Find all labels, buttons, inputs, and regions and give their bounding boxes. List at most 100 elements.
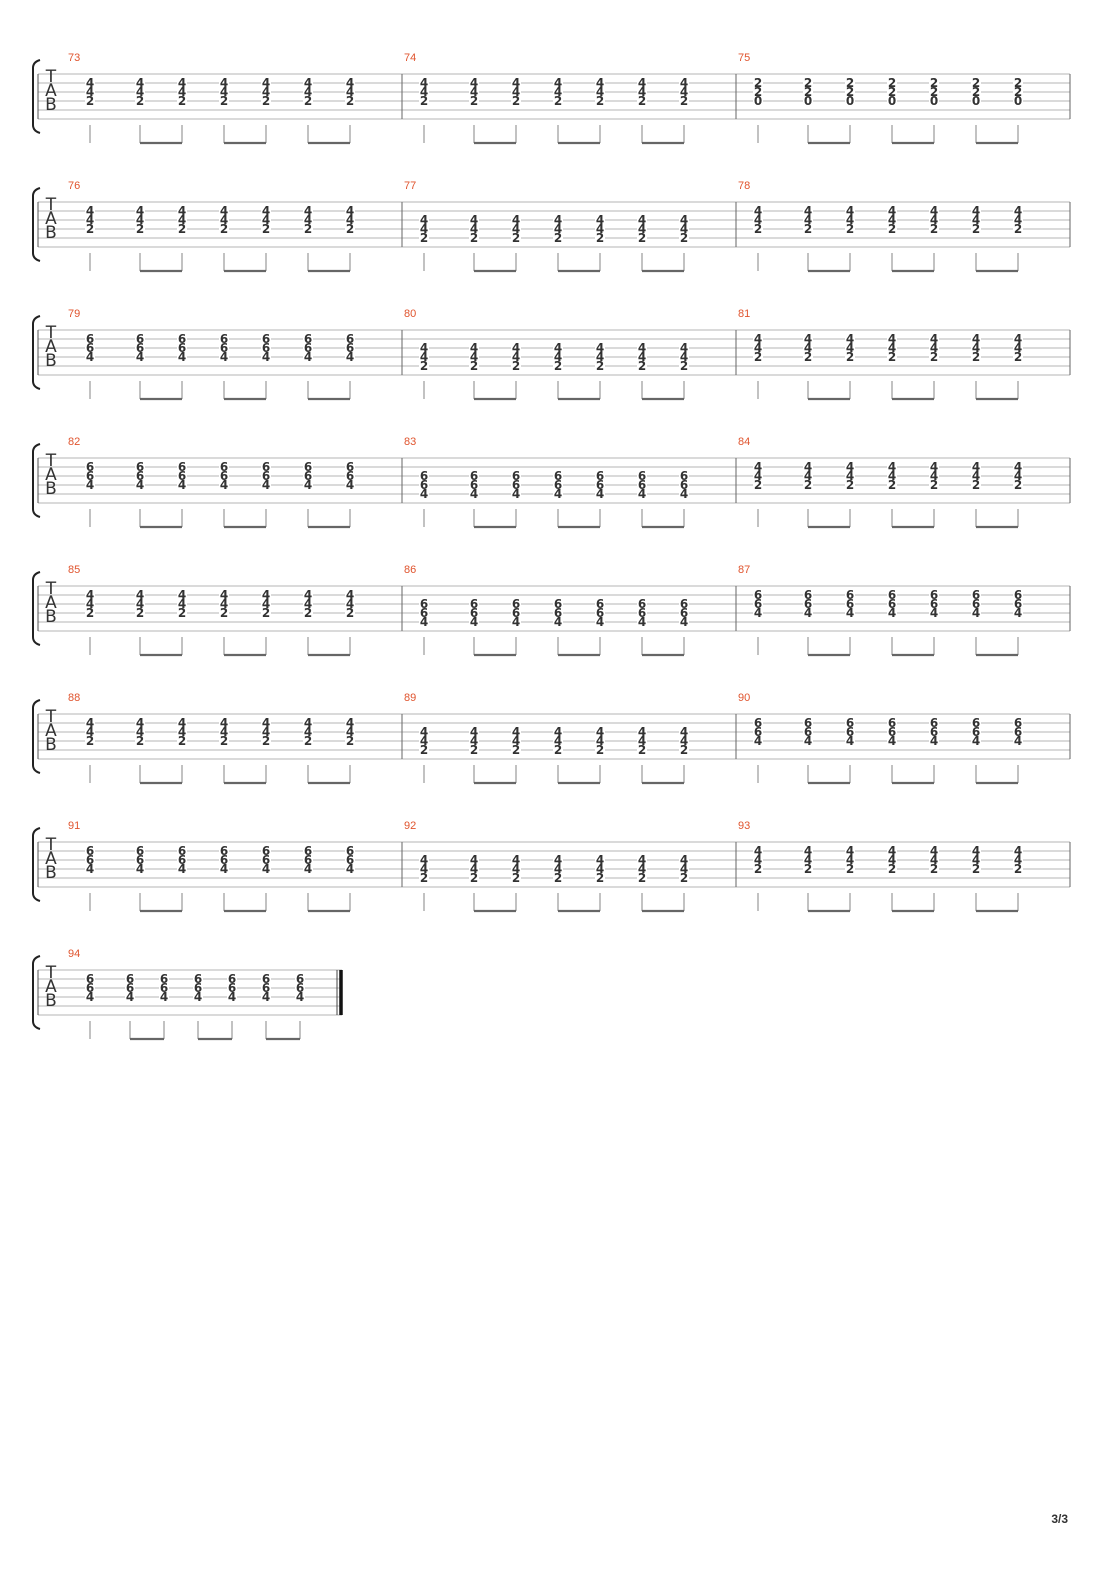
tab-system: TAB8844244244244244244244289442442442442… [32,692,1071,785]
note-mask [511,865,521,874]
fret-number: 6 [220,332,228,346]
tab-system: TAB7644244244244244244244277442442442442… [32,180,1071,273]
note-mask [469,97,479,106]
note-mask [469,234,479,243]
fret-number: 4 [888,853,896,867]
fret-number: 6 [846,716,854,730]
fret-number: 4 [804,734,812,748]
fret-number: 2 [554,231,562,245]
note-mask [753,335,763,344]
note-mask [887,225,897,234]
fret-number: 6 [178,332,186,346]
note-mask [595,737,605,746]
fret-number: 4 [888,341,896,355]
note-mask [971,472,981,481]
fret-number: 6 [86,853,94,867]
fret-number: 6 [930,716,938,730]
tab-chord: 664 [419,597,429,655]
measure-number: 77 [404,180,416,192]
note-mask [419,234,429,243]
tab-clef-letter: B [45,479,57,499]
tab-chord: 442 [345,588,355,655]
tab-chord: 442 [177,716,187,783]
measure-number: 89 [404,692,416,704]
fret-number: 6 [86,844,94,858]
note-mask [803,847,813,856]
note-mask [219,728,229,737]
note-mask [303,335,313,344]
note-mask [679,609,689,618]
fret-number: 2 [220,606,228,620]
fret-number: 6 [304,341,312,355]
note-mask [469,362,479,371]
fret-number: 2 [420,359,428,373]
tab-chord: 442 [803,460,813,527]
note-mask [177,609,187,618]
tab-clef-letter: T [45,835,57,855]
note-mask [419,600,429,609]
tab-system: TAB8266466466466466466466483664664664664… [32,436,1071,529]
note-mask [1013,609,1023,618]
note-mask [469,728,479,737]
note-mask [511,353,521,362]
note-mask [679,216,689,225]
note-mask [845,737,855,746]
fret-number: 4 [804,853,812,867]
note-mask [553,362,563,371]
fret-number: 4 [1014,606,1022,620]
note-mask [929,856,939,865]
note-mask [753,207,763,216]
note-mask [1013,463,1023,472]
fret-number: 6 [596,606,604,620]
fret-number: 4 [680,734,688,748]
tab-chord: 442 [511,853,521,911]
note-mask [679,481,689,490]
note-mask [345,88,355,97]
note-mask [753,344,763,353]
fret-number: 4 [680,350,688,364]
note-mask [971,481,981,490]
fret-number: 2 [1014,350,1022,364]
note-mask [469,88,479,97]
note-mask [971,591,981,600]
tab-chord: 664 [219,332,229,399]
fret-number: 6 [194,981,202,995]
note-mask [595,600,605,609]
fret-number: 4 [972,469,980,483]
tab-chord: 442 [303,204,313,271]
fret-number: 6 [136,341,144,355]
fret-number: 6 [972,716,980,730]
fret-number: 4 [86,478,94,492]
note-mask [595,874,605,883]
tab-chord: 664 [511,597,521,655]
fret-number: 4 [136,478,144,492]
fret-number: 4 [178,76,186,90]
note-mask [177,344,187,353]
fret-number: 6 [804,597,812,611]
fret-number: 4 [136,204,144,218]
note-mask [511,344,521,353]
fret-number: 2 [178,222,186,236]
tab-chord: 442 [1013,204,1023,271]
note-mask [971,335,981,344]
fret-number: 2 [754,350,762,364]
note-mask [929,472,939,481]
tab-chord: 664 [971,716,981,783]
note-mask [219,97,229,106]
note-mask [303,79,313,88]
tab-chord: 220 [971,76,981,143]
fret-number: 2 [220,94,228,108]
tab-chord: 442 [261,76,271,143]
note-mask [261,353,271,362]
tab-chord: 442 [511,76,521,143]
note-mask [345,591,355,600]
fret-number: 4 [888,213,896,227]
fret-number: 6 [296,972,304,986]
tab-chord: 442 [595,76,605,143]
tab-chord: 442 [595,725,605,783]
fret-number: 6 [638,597,646,611]
note-mask [553,344,563,353]
fret-number: 4 [136,213,144,227]
fret-number: 4 [638,734,646,748]
